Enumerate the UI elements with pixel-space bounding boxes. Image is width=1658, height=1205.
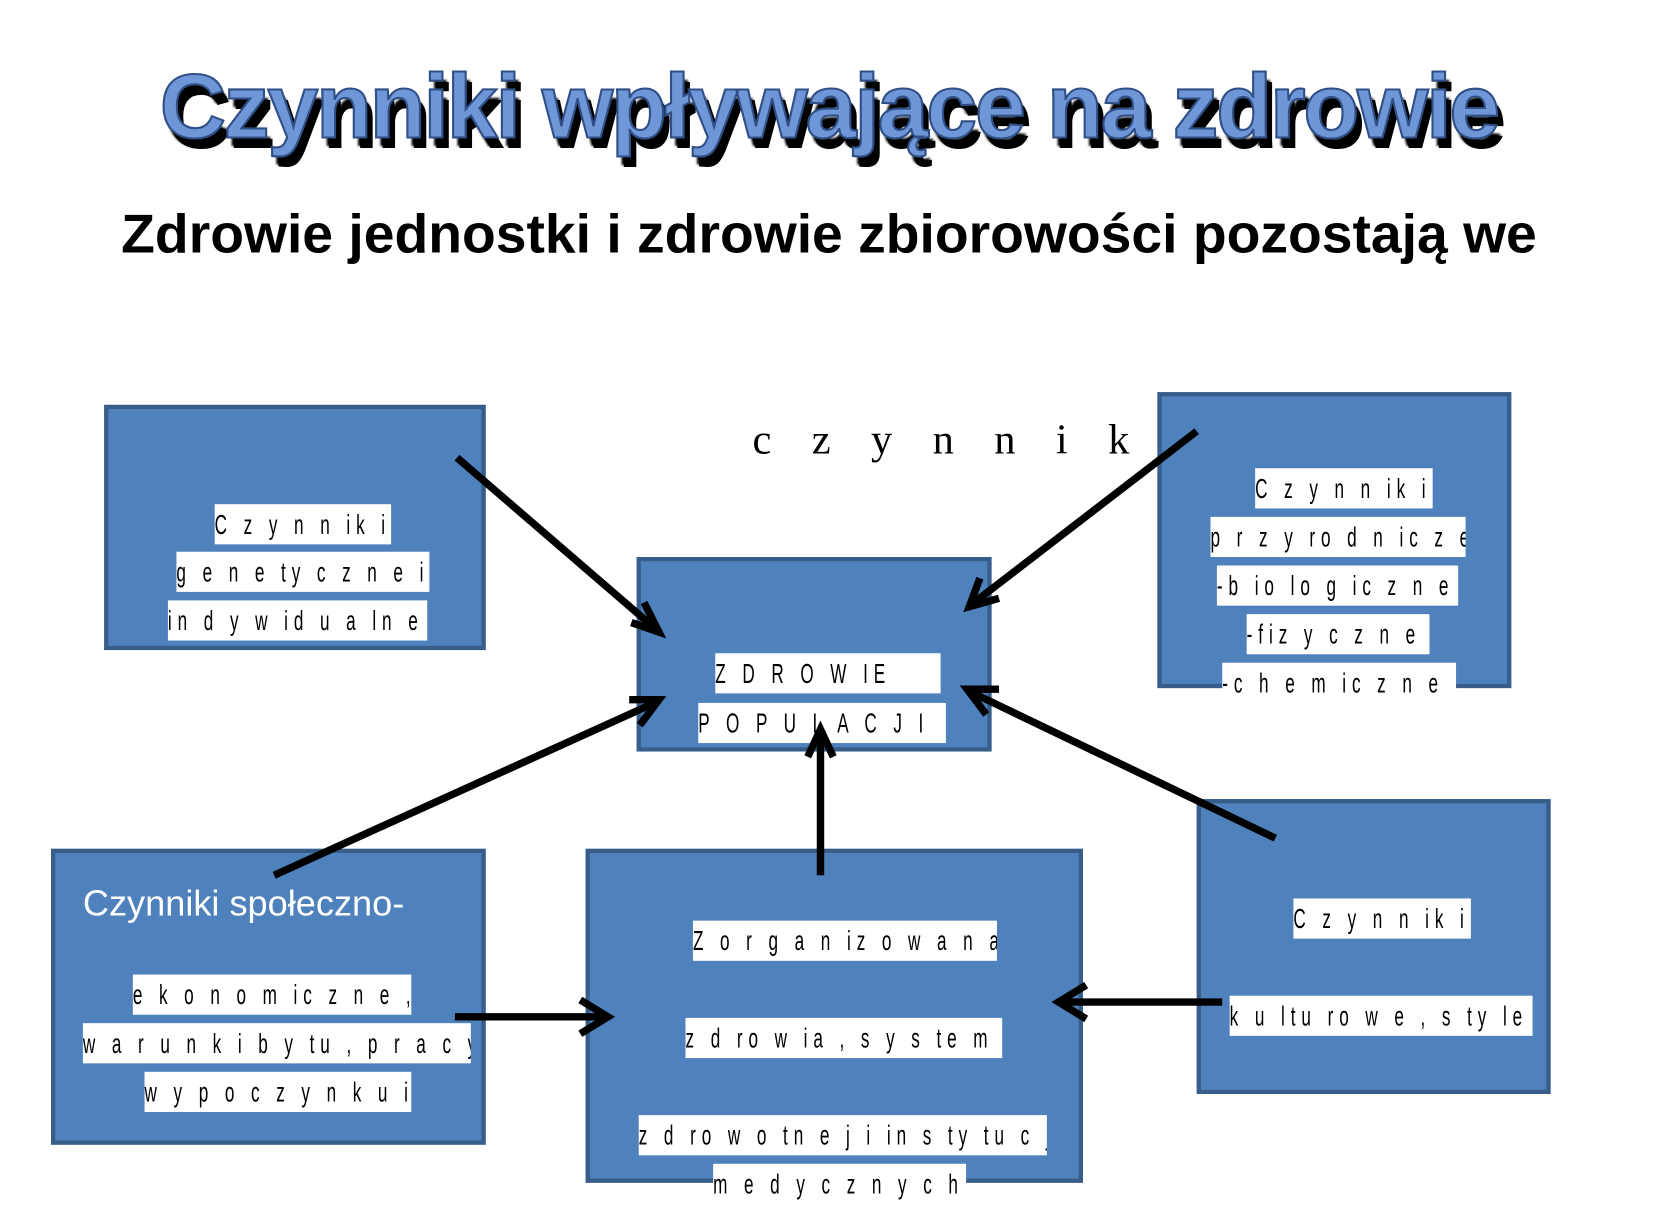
label: C z y n n ik i (214, 504, 392, 545)
label: k u ltu ro w e , s ty le (1229, 995, 1533, 1036)
label: w y p o c z y n k u i (144, 1071, 412, 1112)
label: z d ro w ia , s y s te m (685, 1017, 1003, 1059)
floating-text: c z y n n i k i. (752, 415, 1222, 463)
label: -b io lo g ic z n e , (1216, 565, 1459, 606)
label: e k o n o m ic z n e , (132, 974, 412, 1015)
title: Czynniki wpływające na zdrowie (159, 55, 1501, 159)
arrow-genetic (454, 454, 660, 633)
subtitle: Zdrowie jednostki i zdrowie zbiorowości … (121, 204, 1537, 266)
arrow-nature (969, 428, 1199, 608)
arrow-cultural (967, 687, 1277, 842)
label: P O P U L A C J I (698, 702, 946, 744)
arrow-social (272, 698, 659, 879)
social-heading: Czynniki społeczno- (82, 883, 405, 924)
label: m e d y c z n y c h . (713, 1163, 967, 1204)
label: Z D R O W IE (715, 653, 941, 694)
label: C z y n n ik i (1255, 468, 1433, 509)
label: z d ro w o tn e j i in s ty tu c ji (638, 1115, 1047, 1156)
label: in d y w id u a ln e . (167, 600, 428, 641)
label: w a r u n k i b y tu , p r a c y , (82, 1023, 471, 1064)
label: -fiz y c z n e , (1246, 614, 1430, 655)
box-cultural (1196, 799, 1551, 1094)
label: Z o r g a n iz o w a n a (692, 920, 997, 961)
label: -c h e m ic z n e . (1222, 662, 1457, 703)
label: C z y n n ik i (1293, 898, 1471, 939)
label: p r z y ro d n ic z e : (1210, 516, 1466, 558)
label: g e n e ty c z n e i (176, 551, 430, 592)
